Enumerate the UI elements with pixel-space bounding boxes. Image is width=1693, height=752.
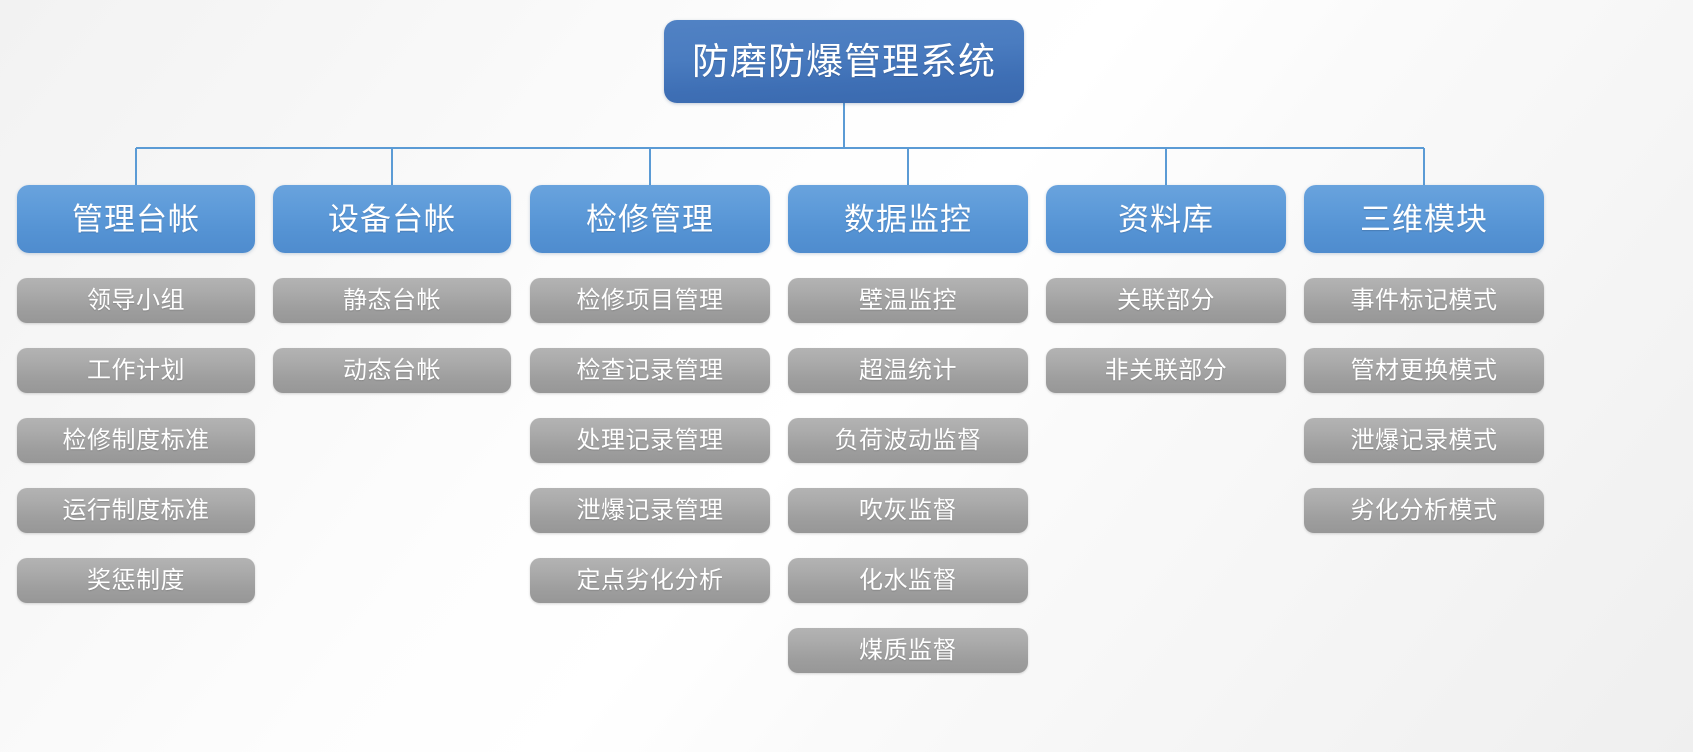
leaf-node-label: 动态台帐 [343, 356, 441, 384]
branch-node-label: 三维模块 [1360, 201, 1488, 237]
leaf-node-4-4[interactable]: 吹灰监督 [788, 488, 1028, 533]
leaf-node-label: 壁温监控 [859, 286, 957, 314]
branch-node-label: 管理台帐 [72, 201, 200, 237]
leaf-node-6-1[interactable]: 事件标记模式 [1304, 278, 1544, 323]
leaf-node-label: 煤质监督 [859, 636, 957, 664]
leaf-node-label: 泄爆记录模式 [1350, 426, 1498, 454]
leaf-node-label: 工作计划 [87, 356, 185, 384]
leaf-node-4-5[interactable]: 化水监督 [788, 558, 1028, 603]
leaf-node-label: 领导小组 [87, 286, 185, 314]
leaf-node-2-1[interactable]: 静态台帐 [273, 278, 511, 323]
leaf-node-3-5[interactable]: 定点劣化分析 [530, 558, 770, 603]
leaf-node-3-2[interactable]: 检查记录管理 [530, 348, 770, 393]
leaf-node-label: 管材更换模式 [1350, 356, 1498, 384]
leaf-node-4-3[interactable]: 负荷波动监督 [788, 418, 1028, 463]
branch-node-6[interactable]: 三维模块 [1304, 185, 1544, 253]
leaf-node-label: 处理记录管理 [576, 426, 724, 454]
leaf-node-6-4[interactable]: 劣化分析模式 [1304, 488, 1544, 533]
leaf-node-3-3[interactable]: 处理记录管理 [530, 418, 770, 463]
leaf-node-4-6[interactable]: 煤质监督 [788, 628, 1028, 673]
leaf-node-label: 劣化分析模式 [1350, 496, 1498, 524]
leaf-node-1-2[interactable]: 工作计划 [17, 348, 255, 393]
leaf-node-label: 非关联部分 [1104, 356, 1228, 384]
leaf-node-label: 检修项目管理 [576, 286, 724, 314]
leaf-node-2-2[interactable]: 动态台帐 [273, 348, 511, 393]
leaf-node-1-1[interactable]: 领导小组 [17, 278, 255, 323]
leaf-node-1-4[interactable]: 运行制度标准 [17, 488, 255, 533]
leaf-node-label: 泄爆记录管理 [576, 496, 724, 524]
branch-node-label: 设备台帐 [328, 201, 456, 237]
leaf-node-label: 负荷波动监督 [834, 426, 982, 454]
leaf-node-label: 关联部分 [1117, 286, 1215, 314]
branch-node-4[interactable]: 数据监控 [788, 185, 1028, 253]
leaf-node-3-1[interactable]: 检修项目管理 [530, 278, 770, 323]
leaf-node-6-3[interactable]: 泄爆记录模式 [1304, 418, 1544, 463]
branch-node-2[interactable]: 设备台帐 [273, 185, 511, 253]
branch-node-label: 数据监控 [844, 201, 972, 237]
branch-node-3[interactable]: 检修管理 [530, 185, 770, 253]
leaf-node-label: 检修制度标准 [62, 426, 210, 454]
leaf-node-5-1[interactable]: 关联部分 [1046, 278, 1286, 323]
leaf-node-4-2[interactable]: 超温统计 [788, 348, 1028, 393]
leaf-node-label: 化水监督 [859, 566, 957, 594]
branch-node-5[interactable]: 资料库 [1046, 185, 1286, 253]
branch-node-label: 检修管理 [586, 201, 714, 237]
leaf-node-label: 超温统计 [859, 356, 957, 384]
leaf-node-4-1[interactable]: 壁温监控 [788, 278, 1028, 323]
leaf-node-1-3[interactable]: 检修制度标准 [17, 418, 255, 463]
leaf-node-label: 运行制度标准 [62, 496, 210, 524]
leaf-node-6-2[interactable]: 管材更换模式 [1304, 348, 1544, 393]
branch-node-1[interactable]: 管理台帐 [17, 185, 255, 253]
leaf-node-1-5[interactable]: 奖惩制度 [17, 558, 255, 603]
branch-node-label: 资料库 [1118, 201, 1214, 237]
leaf-node-3-4[interactable]: 泄爆记录管理 [530, 488, 770, 533]
leaf-node-label: 检查记录管理 [576, 356, 724, 384]
leaf-node-5-2[interactable]: 非关联部分 [1046, 348, 1286, 393]
leaf-node-label: 事件标记模式 [1350, 286, 1498, 314]
leaf-node-label: 静态台帐 [343, 286, 441, 314]
root-node[interactable]: 防磨防爆管理系统 [664, 20, 1024, 103]
leaf-node-label: 奖惩制度 [87, 566, 185, 594]
leaf-node-label: 定点劣化分析 [576, 566, 724, 594]
leaf-node-label: 吹灰监督 [859, 496, 957, 524]
root-node-label: 防磨防爆管理系统 [692, 41, 996, 82]
